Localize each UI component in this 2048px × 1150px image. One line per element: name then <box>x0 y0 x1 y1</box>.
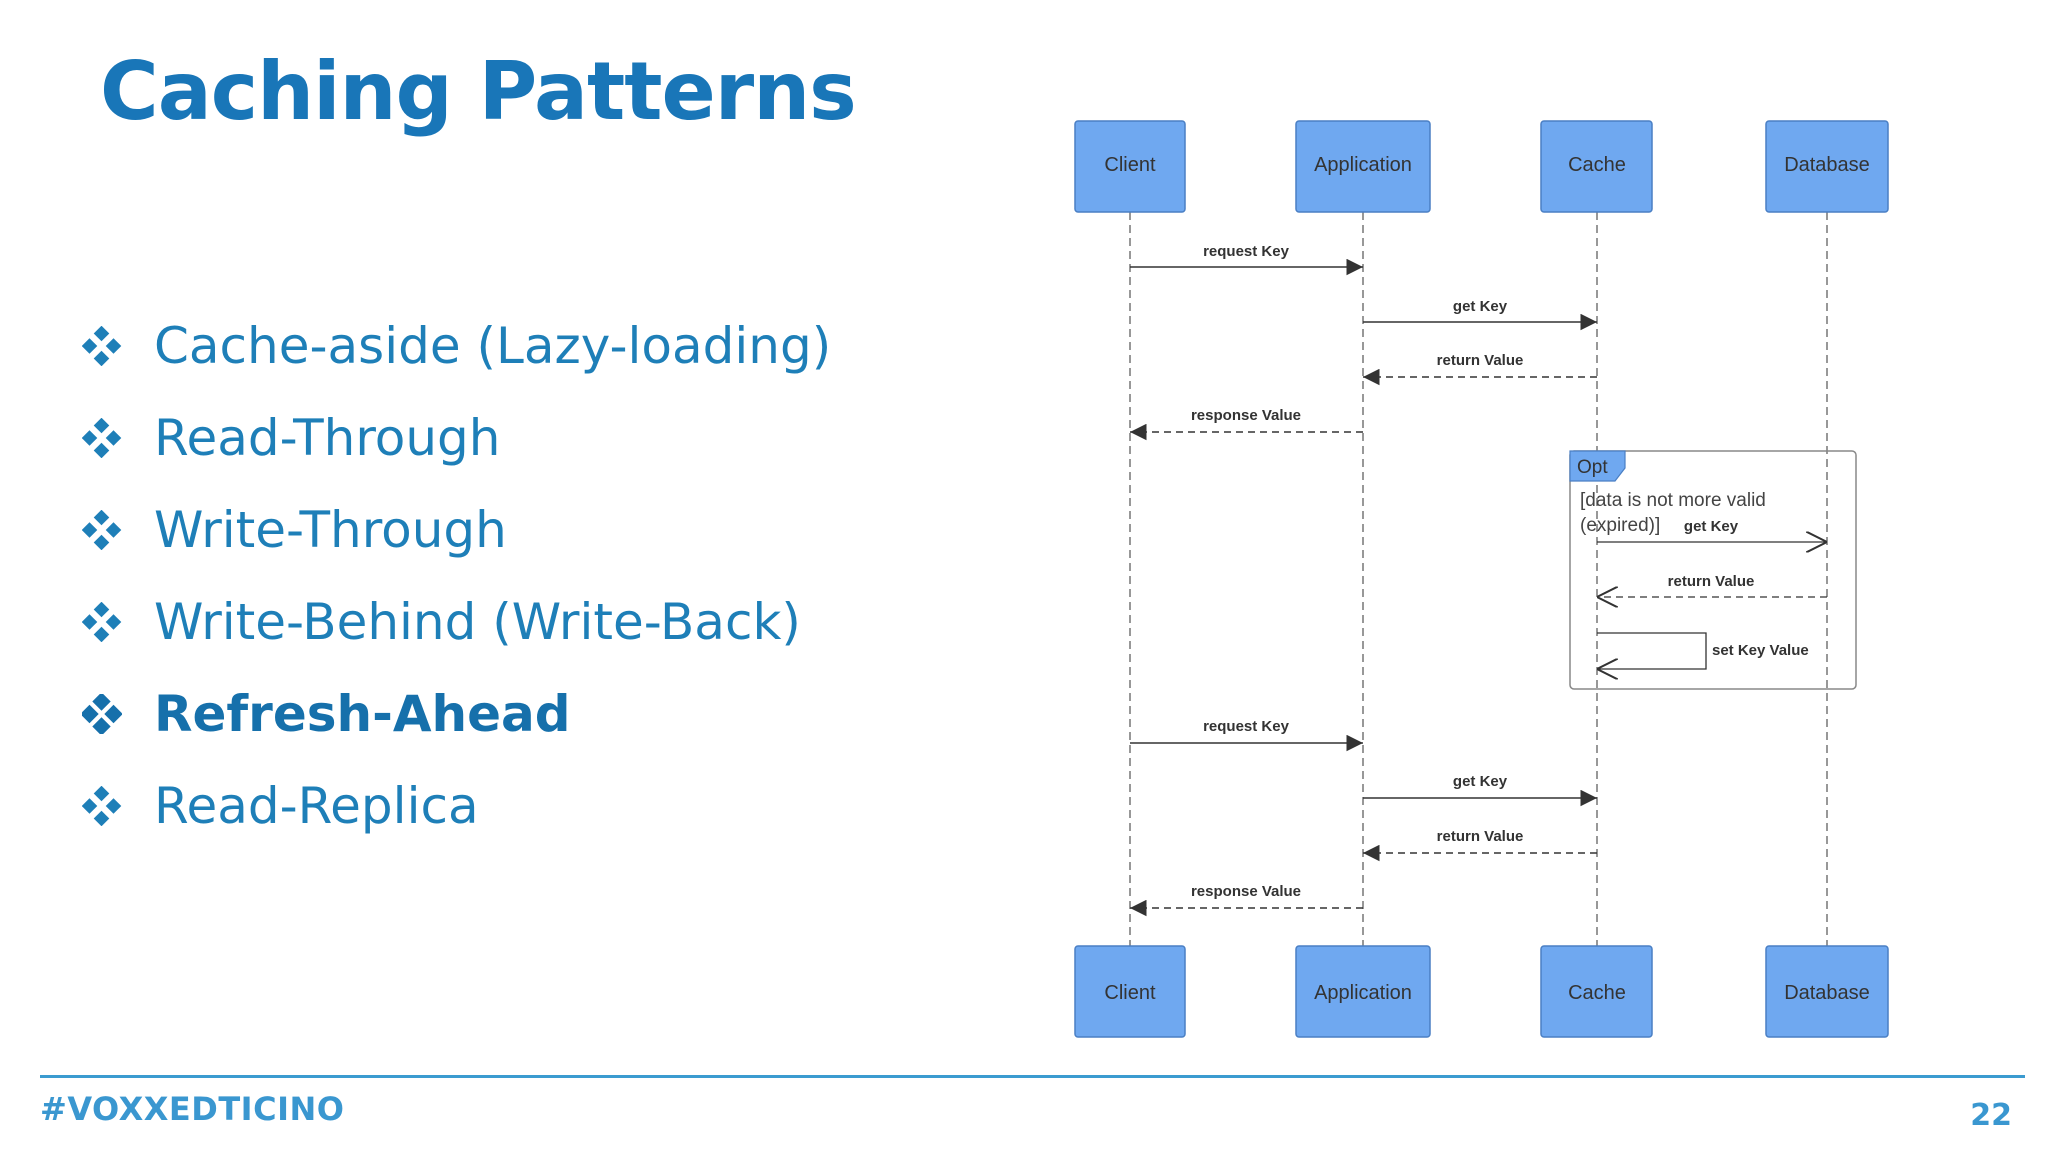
slide-title: Caching Patterns <box>100 45 857 138</box>
opt-guard-line2: (expired)] <box>1580 515 1660 536</box>
diamond-cluster-icon <box>82 602 122 642</box>
message-label: response Value <box>1191 883 1301 900</box>
bullet-label: Refresh-Ahead <box>154 685 571 743</box>
participant-client-top: Client <box>1074 120 1186 213</box>
participant-application-bottom: Application <box>1295 945 1431 1038</box>
bullet-label: Write-Behind (Write-Back) <box>154 593 801 651</box>
message-label: get Key <box>1684 518 1739 535</box>
opt-fragment: Opt [data is not more valid (expired)] <box>1569 450 1857 690</box>
message-label: request Key <box>1203 718 1290 735</box>
diamond-cluster-icon <box>82 694 122 734</box>
bullet-label: Write-Through <box>154 501 507 559</box>
svg-text:Client: Client <box>1104 154 1156 176</box>
self-message-arrow <box>1597 632 1707 669</box>
participant-cache-bottom: Cache <box>1540 945 1653 1038</box>
svg-text:Cache: Cache <box>1568 154 1626 176</box>
svg-text:Database: Database <box>1784 154 1870 176</box>
svg-text:Application: Application <box>1314 154 1412 176</box>
footer-hashtag: #VOXXEDTICINO <box>40 1090 345 1128</box>
svg-text:Database: Database <box>1784 982 1870 1004</box>
message-label: request Key <box>1203 243 1290 260</box>
bullet-label: Cache-aside (Lazy-loading) <box>154 317 832 375</box>
participant-database-bottom: Database <box>1765 945 1889 1038</box>
participant-database-top: Database <box>1765 120 1889 213</box>
opt-guard-line1: [data is not more valid <box>1580 490 1766 511</box>
message-label: set Key Value <box>1712 642 1809 659</box>
footer-divider <box>40 1075 2025 1078</box>
svg-text:Cache: Cache <box>1568 982 1626 1004</box>
bullet-read-through: Read-Through <box>82 398 500 478</box>
message-label: get Key <box>1453 298 1508 315</box>
svg-text:Client: Client <box>1104 982 1156 1004</box>
svg-text:Application: Application <box>1314 982 1412 1004</box>
participant-client-bottom: Client <box>1074 945 1186 1038</box>
opt-label: Opt <box>1577 457 1608 478</box>
message-label: return Value <box>1668 573 1755 590</box>
bullet-cache-aside: Cache-aside (Lazy-loading) <box>82 306 831 386</box>
participant-application-top: Application <box>1295 120 1431 213</box>
diamond-cluster-icon <box>82 786 122 826</box>
message-label: get Key <box>1453 773 1508 790</box>
bullet-label: Read-Replica <box>154 777 479 835</box>
participant-cache-top: Cache <box>1540 120 1653 213</box>
message-label: return Value <box>1437 828 1524 845</box>
sequence-diagram: Client Application Cache Database reques… <box>1060 110 1920 1050</box>
pattern-list: Cache-aside (Lazy-loading) Read-Through … <box>82 0 842 900</box>
bullet-write-behind: Write-Behind (Write-Back) <box>82 582 801 662</box>
diamond-cluster-icon <box>82 418 122 458</box>
page-number: 22 <box>1970 1098 2012 1133</box>
bullet-read-replica: Read-Replica <box>82 766 479 846</box>
bullet-label: Read-Through <box>154 409 501 467</box>
diamond-cluster-icon <box>82 326 122 366</box>
bullet-refresh-ahead: Refresh-Ahead <box>82 674 571 754</box>
bullet-write-through: Write-Through <box>82 490 507 570</box>
message-label: response Value <box>1191 407 1301 424</box>
diamond-cluster-icon <box>82 510 122 550</box>
message-label: return Value <box>1437 352 1524 369</box>
